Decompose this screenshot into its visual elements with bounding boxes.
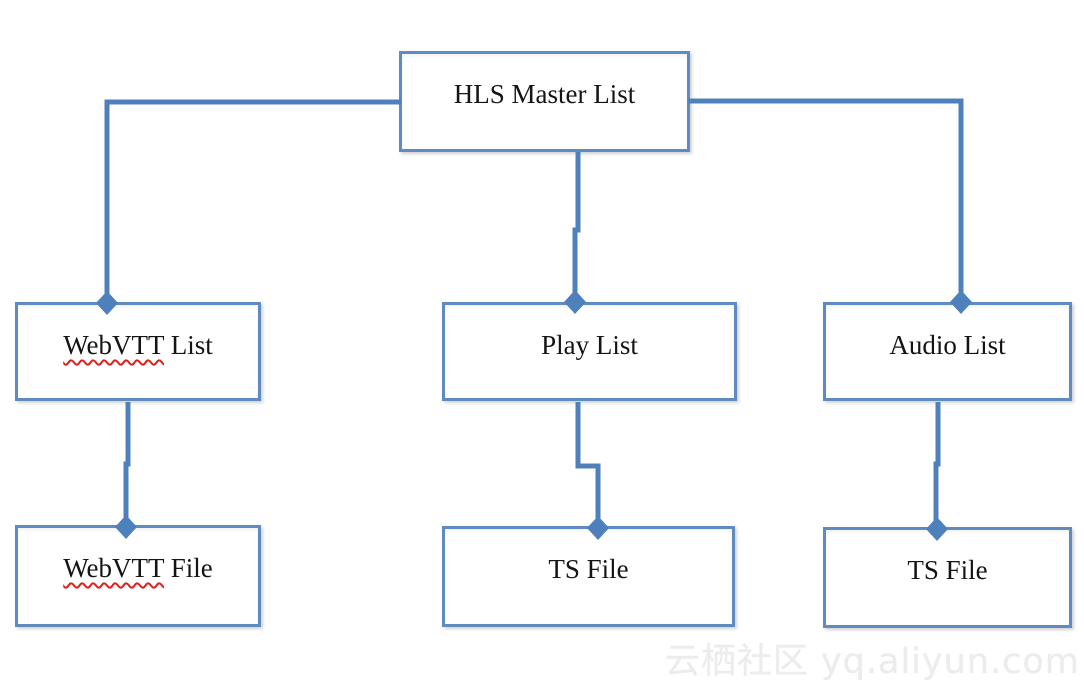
- node-hls-master-list: HLS Master List: [399, 51, 690, 152]
- node-label: File: [164, 553, 213, 583]
- node-label: Audio List: [889, 330, 1006, 360]
- node-audio-list: Audio List: [823, 302, 1072, 401]
- edge-master-to-play-list: [572, 152, 581, 296]
- watermark: 云栖社区 yq.aliyun.com: [664, 642, 1080, 682]
- edge-webvtt-list-to-webvtt-file: [123, 402, 131, 522]
- node-webvtt-list: WebVTT List: [15, 302, 261, 401]
- node-label: TS File: [548, 554, 629, 584]
- node-label: List: [164, 330, 213, 360]
- node-webvtt-file: WebVTT File: [15, 525, 261, 627]
- node-label: Play List: [541, 330, 638, 360]
- edge-audio-list-to-ts-file: [933, 402, 941, 523]
- node-label: TS File: [907, 555, 988, 585]
- node-label: HLS Master List: [453, 79, 636, 109]
- node-label-misspelled-word: WebVTT: [63, 330, 165, 360]
- node-ts-file-middle: TS File: [442, 526, 735, 627]
- node-play-list: Play List: [442, 302, 737, 401]
- edge-master-to-webvtt-list: [104, 99, 401, 296]
- node-ts-file-right: TS File: [823, 527, 1072, 628]
- edge-master-to-audio-list: [688, 98, 964, 296]
- node-label-misspelled-word: WebVTT: [63, 553, 165, 583]
- edge-play-list-to-ts-file: [575, 402, 601, 522]
